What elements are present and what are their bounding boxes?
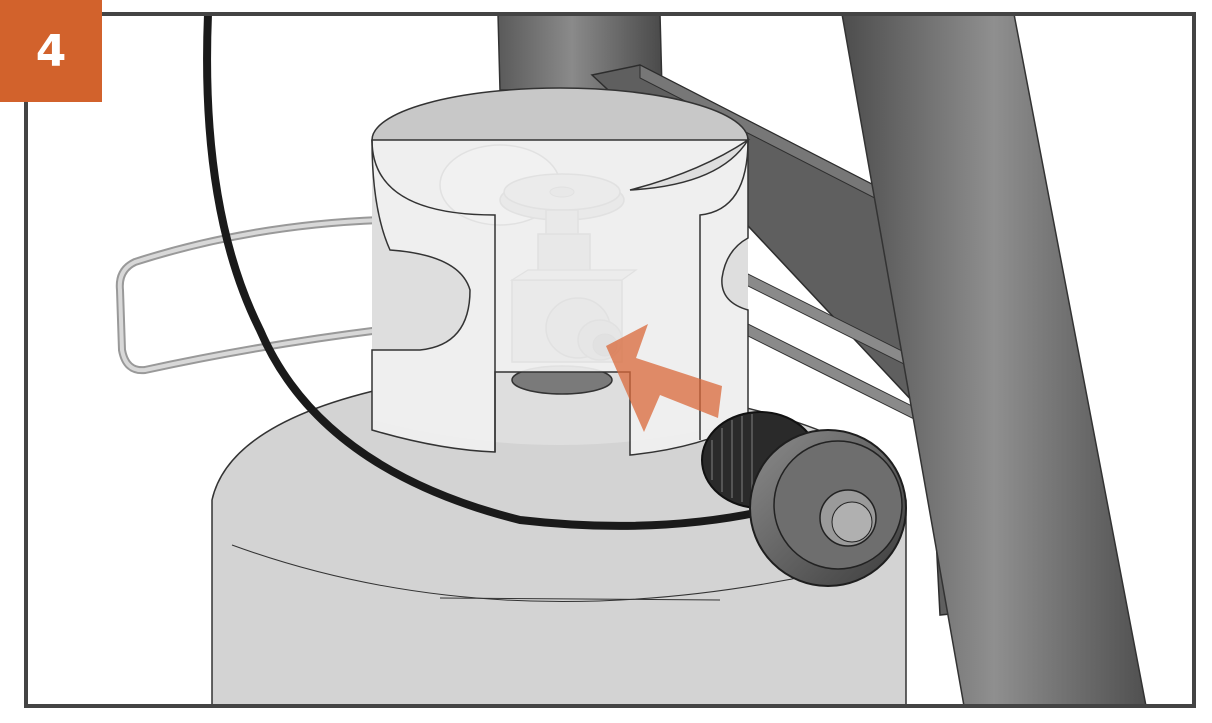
- frame-border: [24, 12, 1196, 708]
- gas-hose: [203, 14, 764, 530]
- insert-direction-arrow-icon: [606, 324, 722, 432]
- frame-tube-front: [841, 14, 1147, 706]
- step-number-badge: 4: [0, 0, 102, 102]
- step-number: 4: [35, 25, 67, 77]
- regulator-knob-icon: [701, 411, 907, 587]
